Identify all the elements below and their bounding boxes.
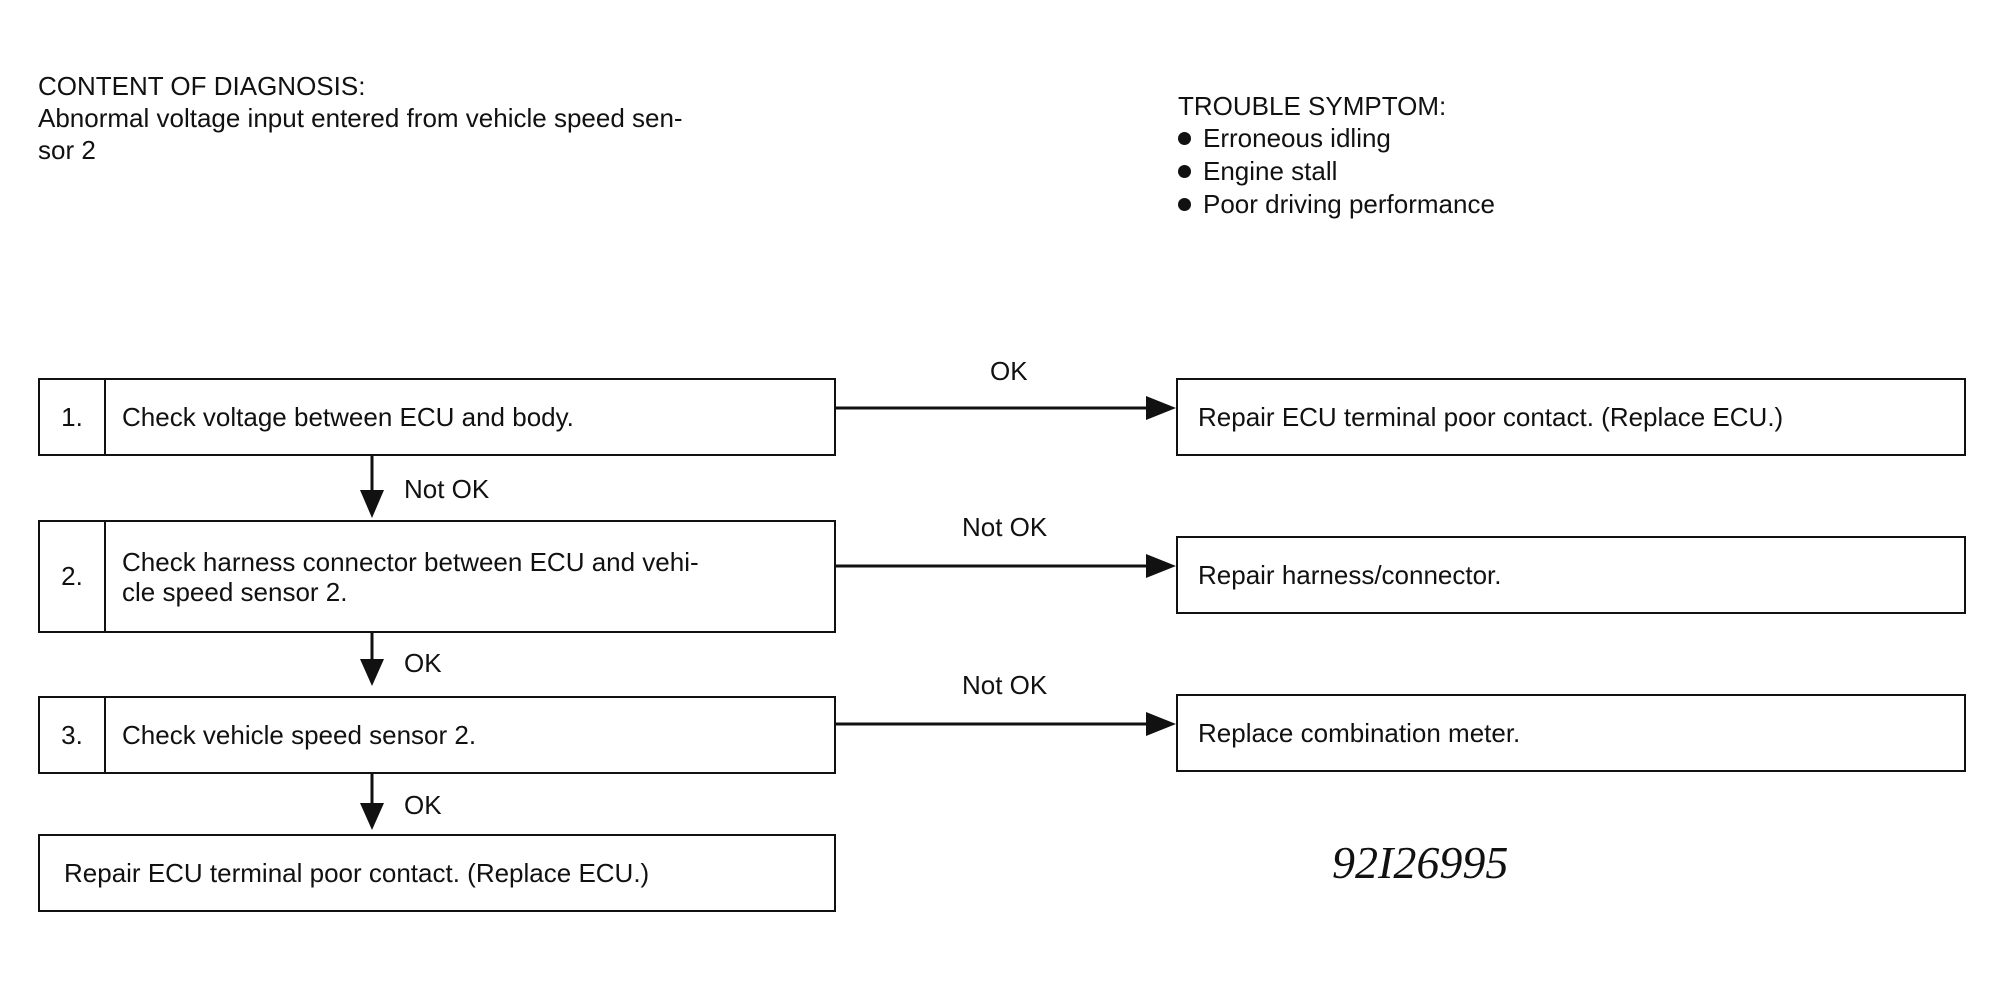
branch-label-notok: Not OK (962, 670, 1048, 700)
bullet-icon (1178, 198, 1191, 211)
result-text: Repair ECU terminal poor contact. (Repla… (1198, 402, 1784, 432)
content-of-diagnosis: CONTENT OF DIAGNOSIS: Abnormal voltage i… (38, 70, 683, 166)
step-text: Check voltage between ECU and body. (122, 402, 574, 432)
step-box-3: 3. Check vehicle speed sensor 2. (38, 696, 836, 774)
branch-label-notok: Not OK (962, 512, 1048, 542)
final-result-text: Repair ECU terminal poor contact. (Repla… (64, 858, 650, 888)
arrow-step3-notok (836, 712, 1176, 736)
down-label-notok: Not OK (404, 474, 490, 504)
arrow-down-1 (360, 456, 384, 518)
arrow-step1-ok (836, 396, 1176, 420)
arrow-step2-notok (836, 554, 1176, 578)
down-label-ok: OK (404, 790, 442, 820)
branch-label-ok: OK (990, 356, 1028, 386)
symptom-item: Engine stall (1178, 155, 1495, 188)
final-result-box: Repair ECU terminal poor contact. (Repla… (38, 834, 836, 912)
result-box-1: Repair ECU terminal poor contact. (Repla… (1176, 378, 1966, 456)
bullet-icon (1178, 132, 1191, 145)
step-box-2: 2. Check harness connector between ECU a… (38, 520, 836, 633)
figure-code: 92I26995 (1332, 837, 1509, 888)
symptom-item: Poor driving performance (1178, 188, 1495, 221)
bullet-icon (1178, 165, 1191, 178)
step-number: 2. (40, 522, 106, 631)
step-text: Check vehicle speed sensor 2. (122, 720, 477, 750)
result-text: Replace combination meter. (1198, 718, 1521, 748)
trouble-symptom: TROUBLE SYMPTOM: Erroneous idling Engine… (1178, 90, 1495, 221)
result-box-3: Replace combination meter. (1176, 694, 1966, 772)
symptom-item: Erroneous idling (1178, 122, 1495, 155)
symptom-heading: TROUBLE SYMPTOM: (1178, 91, 1447, 121)
arrow-down-2 (360, 633, 384, 686)
result-box-2: Repair harness/connector. (1176, 536, 1966, 614)
step-number: 3. (40, 698, 106, 772)
diagnosis-heading: CONTENT OF DIAGNOSIS: (38, 71, 366, 101)
symptom-list: Erroneous idling Engine stall Poor drivi… (1178, 122, 1495, 221)
diagnosis-line-1: Abnormal voltage input entered from vehi… (38, 103, 683, 133)
arrow-down-3 (360, 774, 384, 830)
down-label-ok: OK (404, 648, 442, 678)
step-text: Check harness connector between ECU and … (122, 546, 699, 607)
diagnosis-line-2: sor 2 (38, 135, 96, 165)
step-box-1: 1. Check voltage between ECU and body. (38, 378, 836, 456)
step-number: 1. (40, 380, 106, 454)
result-text: Repair harness/connector. (1198, 560, 1502, 590)
